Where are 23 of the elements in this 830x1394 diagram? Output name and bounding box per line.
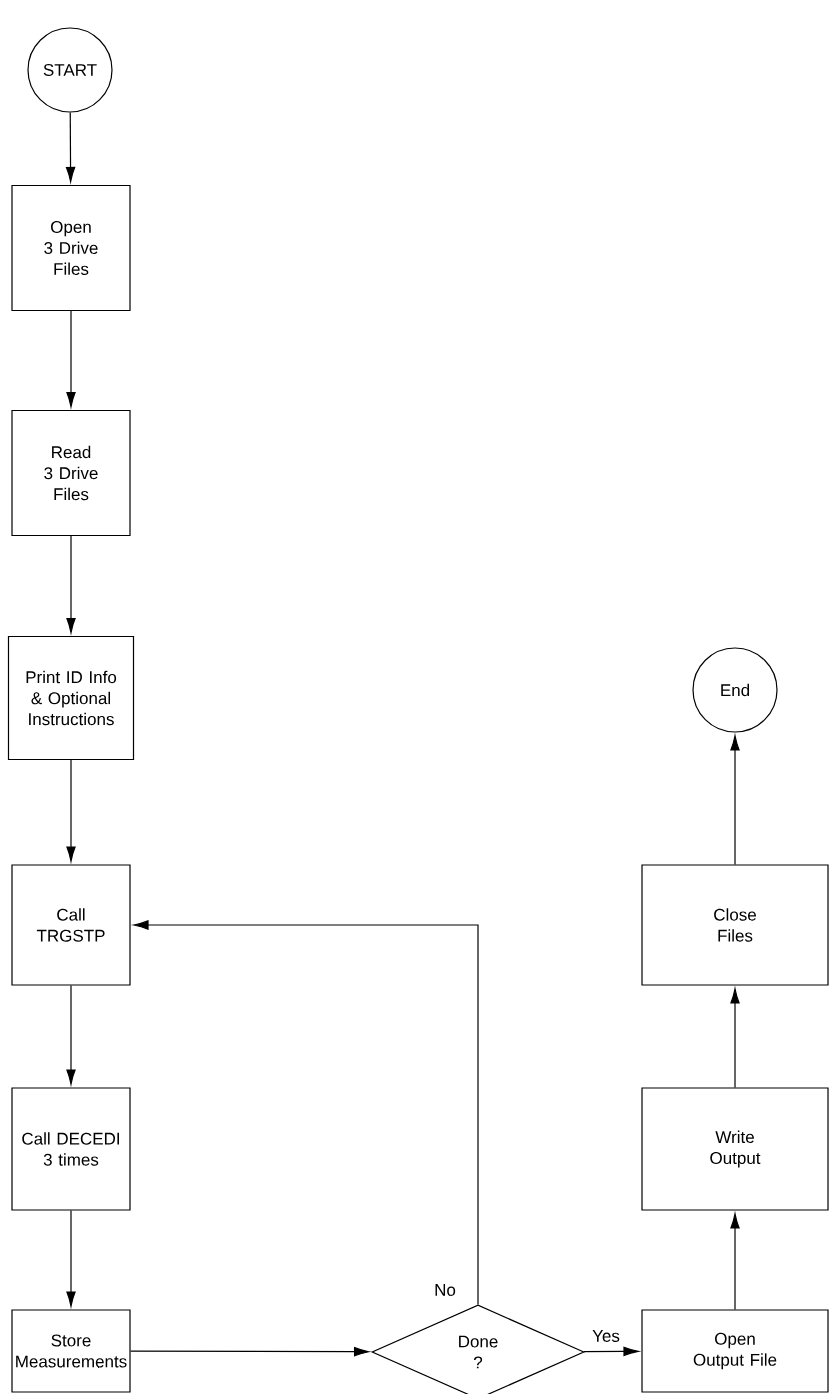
process-box: Close Files — [641, 864, 829, 986]
arrow — [730, 988, 740, 1088]
arrow — [130, 1347, 370, 1357]
process-box: Call DECEDI 3 times — [11, 1087, 131, 1211]
process-box: Read 3 Drive Files — [11, 409, 131, 537]
arrow — [66, 759, 76, 862]
arrow — [66, 985, 76, 1085]
arrow — [133, 920, 479, 1305]
process-box: Store Measurements — [11, 1309, 131, 1393]
arrow — [730, 1213, 740, 1310]
process-box: Print ID Info & Optional Instructions — [7, 635, 135, 761]
process-box: Write Output — [641, 1087, 829, 1211]
process-box: Open Output File — [641, 1309, 829, 1393]
arrow — [583, 1346, 639, 1357]
arrow — [730, 735, 740, 865]
arrow — [65, 112, 76, 183]
arrow — [66, 310, 76, 408]
process-box: Call TRGSTP — [11, 864, 131, 986]
arrow — [66, 1210, 76, 1307]
arrow — [66, 535, 76, 634]
edge-label: Yes — [590, 1328, 622, 1344]
edge-label: No — [432, 1282, 458, 1298]
process-box: Open 3 Drive Files — [11, 184, 131, 312]
